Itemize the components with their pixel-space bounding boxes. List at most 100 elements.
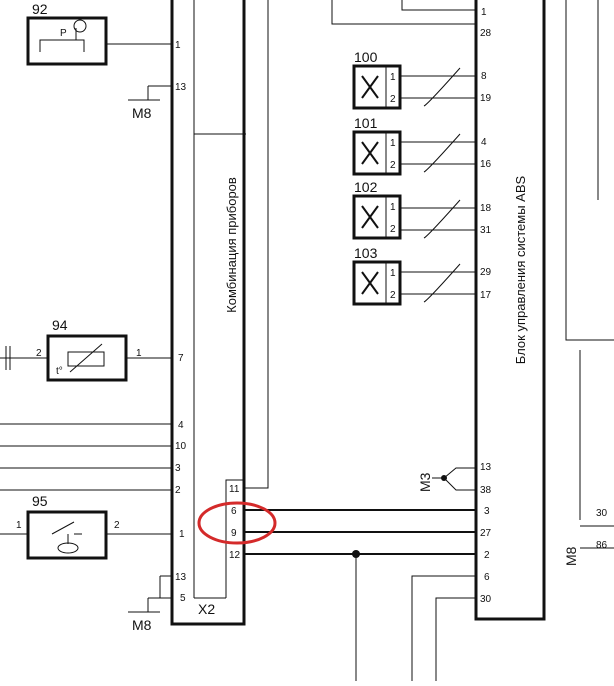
sensor-103-label: 103 [354, 245, 378, 261]
component-95-label: 95 [32, 493, 48, 509]
abs-pin-38: 38 [480, 485, 492, 496]
right-edge-pin-86: 86 [596, 540, 608, 551]
sensor-103-pin-2: 2 [390, 290, 396, 301]
highlight-annotation [197, 501, 277, 545]
cluster-pin-4: 4 [178, 420, 184, 431]
sensor-101-label: 101 [354, 115, 378, 131]
x2-inner-outline [225, 479, 244, 598]
component-94-pin-right: 1 [136, 348, 142, 359]
sensor-101[interactable]: 101 1 2 [352, 115, 476, 176]
component-95-float-icon [57, 542, 79, 554]
component-92-label: 92 [32, 1, 48, 17]
cluster-left-wires [0, 423, 172, 491]
cluster-pin-3: 3 [175, 463, 181, 474]
sensor-101-pin-1: 1 [390, 138, 396, 149]
sensor-100-pin-1: 1 [390, 72, 396, 83]
sensor-101-pin-2: 2 [390, 160, 396, 171]
ground-m3-wires [432, 467, 476, 491]
component-95-box [26, 510, 108, 560]
wires-abs-bottom [411, 575, 476, 681]
sensor-102-label: 102 [354, 179, 378, 195]
abs-pin-2: 2 [484, 550, 490, 561]
wires-left-bundle [0, 423, 172, 491]
sensor-101-x-icon [361, 141, 379, 165]
cluster-pins: 1 13 7 4 10 3 2 1 13 5 [175, 40, 187, 604]
cluster-inner-line [193, 0, 246, 598]
sensor-103-box [352, 260, 402, 306]
sensor-102[interactable]: 102 1 2 [352, 179, 476, 240]
cluster-pin-13-top: 13 [175, 82, 187, 93]
abs-pin-31: 31 [480, 225, 492, 236]
component-95-pin-right: 2 [114, 520, 120, 531]
abs-pin-27: 27 [480, 528, 492, 539]
ground-symbol-bottom [128, 575, 172, 613]
x2-pin-9: 9 [231, 528, 237, 539]
thermistor-icon [67, 351, 105, 367]
component-94-glyph: t° [56, 366, 63, 377]
cluster-pin-1-top: 1 [175, 40, 181, 51]
cluster-pin-5: 5 [180, 593, 186, 604]
sensor-101-twist-icon [423, 133, 461, 173]
right-edge: 30 86 M8 [563, 0, 614, 566]
wires-abs-top [331, 0, 476, 25]
sensor-100-wires [400, 75, 476, 99]
component-95-switch-icon [51, 521, 82, 544]
edge-ground-stub [5, 346, 11, 370]
abs-pin-29: 29 [480, 267, 492, 278]
abs-pin-8: 8 [481, 71, 487, 82]
abs-pin-28: 28 [480, 28, 492, 39]
right-edge-lines [565, 0, 614, 549]
sensor-103-pin-1: 1 [390, 268, 396, 279]
component-94[interactable]: 94 t° 2 1 [0, 317, 172, 382]
sensor-103-twist-icon [423, 263, 461, 303]
ground-m8-bottom: M8 [128, 575, 172, 633]
ground-m3: M3 [417, 467, 476, 492]
sensor-100-pin-2: 2 [390, 94, 396, 105]
component-92[interactable]: 92 P [26, 1, 172, 66]
component-94-pin-left: 2 [36, 348, 42, 359]
sensor-103-wires [400, 271, 476, 295]
component-92-box [26, 16, 108, 66]
ground-m8-top: M8 [128, 85, 172, 121]
sensor-100[interactable]: 100 1 2 [352, 49, 476, 110]
x2-to-abs-wires [244, 0, 476, 681]
wire-x2-11 [244, 0, 269, 489]
sensor-100-twist-icon [423, 67, 461, 107]
component-92-gauge-icon [73, 19, 87, 33]
cluster-pin-13-bottom: 13 [175, 572, 187, 583]
sensor-102-x-icon [361, 205, 379, 229]
sensor-102-pin-1: 1 [390, 202, 396, 213]
right-edge-pin-30: 30 [596, 508, 608, 519]
abs-outline [474, 0, 546, 621]
sensor-103[interactable]: 103 1 2 [352, 245, 476, 306]
ground-symbol-top [128, 85, 172, 101]
component-95-pin-left: 1 [16, 520, 22, 531]
sensor-102-wires [400, 207, 476, 231]
sensor-101-wires [400, 141, 476, 165]
abs-control-unit[interactable]: Блок управления системы ABS [474, 0, 546, 621]
abs-pin-13: 13 [480, 462, 492, 473]
abs-pin-4: 4 [481, 137, 487, 148]
abs-pins: 1 28 8 19 4 16 18 31 29 17 13 38 3 27 2 … [480, 7, 492, 605]
component-94-box [46, 334, 128, 382]
component-94-label: 94 [52, 317, 68, 333]
abs-pin-19: 19 [480, 93, 492, 104]
abs-pin-3: 3 [484, 506, 490, 517]
component-92-glyph: P [60, 28, 67, 39]
thermistor-arrow-icon [69, 343, 103, 373]
sensor-103-x-icon [361, 271, 379, 295]
instrument-cluster-block[interactable]: Комбинация приборов X2 [170, 0, 246, 626]
cluster-pin-10: 10 [175, 441, 187, 452]
sensor-100-x-icon [361, 75, 379, 99]
abs-pin-17: 17 [480, 290, 492, 301]
sensor-100-box [352, 64, 402, 110]
abs-pin-18: 18 [480, 203, 492, 214]
cluster-pin-7: 7 [178, 353, 184, 364]
sensor-101-box [352, 130, 402, 176]
cluster-pin-2: 2 [175, 485, 181, 496]
component-95[interactable]: 95 1 2 [0, 493, 172, 560]
sensor-102-twist-icon [423, 199, 461, 239]
x2-pin-12: 12 [229, 550, 241, 561]
